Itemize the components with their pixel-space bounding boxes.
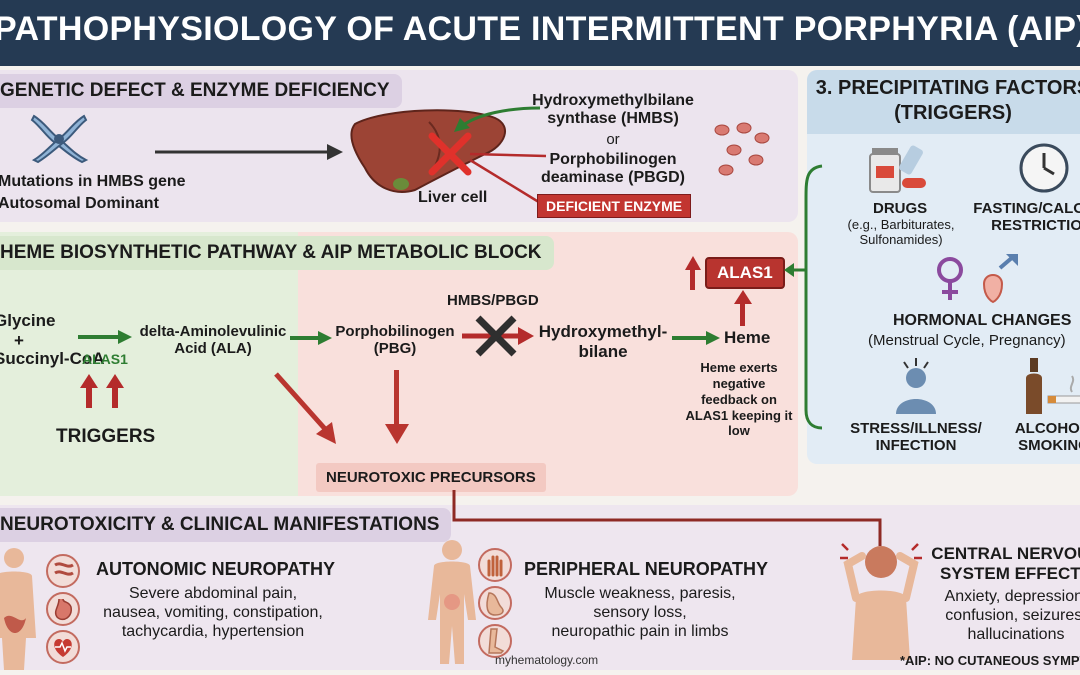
- title-bar: [0, 0, 1080, 66]
- clock-icon: [1019, 143, 1069, 193]
- hand-icon: [478, 548, 512, 582]
- heart-icon: [46, 630, 80, 664]
- cns-title: CENTRAL NERVOUS SYSTEM EFFECTS: [931, 544, 1080, 583]
- intestine-icon: [46, 554, 80, 588]
- red-lines-enzyme: [469, 152, 547, 206]
- inheritance-text: Autosomal Dominant: [0, 195, 159, 212]
- or-text: or: [606, 131, 620, 148]
- foot-icon: [478, 586, 512, 620]
- hydroxymethylbilane-text: Hydroxymethyl- bilane: [538, 322, 668, 361]
- hormonal-title: HORMONAL CHANGES: [893, 312, 1072, 329]
- heme-text: Heme: [724, 328, 771, 347]
- red-blood-cells-icon: [714, 122, 770, 176]
- peripheral-title: PERIPHERAL NEUROPATHY: [524, 559, 769, 579]
- stress-title: STRESS/ILLNESS/ INFECTION: [850, 420, 982, 455]
- arrow-to-liver: [155, 144, 343, 160]
- triggers-label: TRIGGERS: [56, 426, 156, 447]
- chromosome-icon: [30, 114, 89, 164]
- arrow-pbg-neurotoxic: [385, 370, 409, 444]
- page-title: PATHOPHYSIOLOGY OF ACUTE INTERMITTENT PO…: [0, 10, 1080, 48]
- alcohol-title: ALCOHOL/ SMOKING: [1014, 420, 1080, 455]
- cns-symptoms: Anxiety, depression, confusion, seizures…: [944, 588, 1080, 644]
- block-x-icon: [475, 315, 517, 357]
- x-mark-icon: [428, 132, 472, 176]
- arrow-ala-neurotoxic: [274, 372, 336, 444]
- panel-pathway-green: [0, 232, 318, 496]
- section3-label: 3. PRECIPITATING FACTORS (TRIGGERS): [815, 77, 1080, 124]
- arrow-glycine-ala: [78, 330, 132, 344]
- green-arrow-enzyme: [454, 106, 541, 132]
- gender-symbols-icon: [937, 254, 1018, 304]
- enzyme2-name: Porphobilinogen deaminase (PBGD): [540, 151, 686, 187]
- section2-label: HEME BIOSYNTHETIC PATHWAY & AIP METABOLI…: [0, 236, 554, 270]
- watermark: myhematology.com: [495, 653, 599, 667]
- stomach-icon: [46, 592, 80, 626]
- peripheral-symptoms: Muscle weakness, paresis, sensory loss, …: [544, 585, 736, 641]
- autonomic-title: AUTONOMIC NEUROPATHY: [96, 559, 336, 579]
- alas1-enzyme-label: ALAS1: [82, 351, 128, 367]
- mutation-text: Mutations in HMBS gene: [0, 173, 186, 190]
- section1-label: GENETIC DEFECT & ENZYME DEFICIENCY: [0, 74, 402, 108]
- plus-text: +: [14, 331, 24, 350]
- feedback-note: Heme exerts negative feedback on ALAS1 k…: [685, 360, 793, 439]
- alcohol-cigarette-icon: [1026, 358, 1080, 414]
- deficient-enzyme-badge: DEFICIENT ENZYME: [537, 194, 692, 219]
- enzyme1-name: Hydroxymethylbilane synthase (HMBS): [532, 92, 694, 128]
- peripheral-body-icon: [428, 540, 476, 664]
- liver-cell-label: Liver cell: [418, 189, 488, 206]
- drugs-examples: (e.g., Barbiturates, Sulfonamides): [847, 217, 955, 247]
- arrow-ala-pbg: [290, 331, 332, 345]
- neurotoxic-precursors-box: NEUROTOXIC PRECURSORS: [316, 463, 546, 493]
- trigger-bracket: [784, 164, 823, 430]
- up-arrows-icon: [80, 374, 124, 408]
- drugs-title: DRUGS: [873, 200, 928, 217]
- fasting-title: FASTING/CALORIC RESTRICTION: [973, 200, 1080, 235]
- pill-bottle-icon: [869, 145, 926, 193]
- glycine-text: Glycine: [0, 311, 56, 330]
- liver-icon: [350, 109, 507, 193]
- ala-text: delta-Aminolevulinic Acid (ALA): [139, 323, 287, 358]
- connector-to-cns: [452, 490, 882, 546]
- footnote: *AIP: NO CUTANEOUS SYMPTOMS: [900, 653, 1080, 668]
- leg-icon: [478, 624, 512, 658]
- hormonal-examples: (Menstrual Cycle, Pregnancy): [868, 332, 1066, 349]
- pbg-text: Porphobilinogen (PBG): [335, 323, 455, 358]
- human-body-icon: [0, 548, 36, 670]
- panel-precipitating-header: [807, 70, 1080, 134]
- section4-label: NEUROTOXICITY & CLINICAL MANIFESTATIONS: [0, 508, 452, 542]
- blocked-arrow: [462, 327, 534, 345]
- succinyl-coa-text: Succinyl-CoA: [0, 349, 105, 368]
- arrow-hmb-heme: [672, 331, 720, 345]
- arrow-heme-up: [734, 290, 752, 326]
- autonomic-symptoms: Severe abdominal pain, nausea, vomiting,…: [103, 585, 323, 641]
- block-enzyme-label: HMBS/PBGD: [447, 292, 539, 309]
- alas1-box: ALAS1: [705, 257, 785, 289]
- stressed-person-icon: [896, 358, 936, 414]
- alas1-up-arrow: [685, 256, 701, 290]
- headache-person-icon: [840, 543, 922, 660]
